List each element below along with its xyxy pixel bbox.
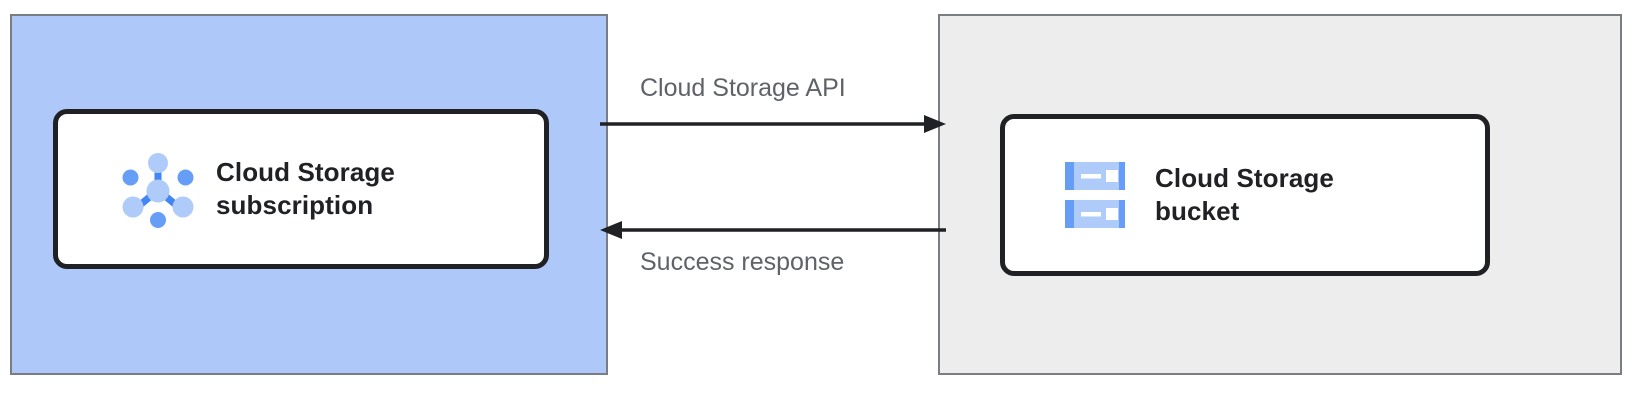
cloud-storage-subscription-node[interactable]: Cloud Storage subscription (53, 109, 549, 269)
cloud-storage-bucket-node[interactable]: Cloud Storage bucket (1000, 114, 1490, 276)
cloud-storage-bucket-icon (1065, 162, 1125, 228)
pubsub-subscription-icon (122, 153, 194, 228)
cloud-storage-api-label: Cloud Storage API (640, 74, 846, 102)
success-response-arrow (600, 221, 946, 239)
success-response-label: Success response (640, 248, 845, 276)
cloud-storage-subscription-label: Cloud Storage subscription (216, 156, 395, 220)
cloud-storage-bucket-label: Cloud Storage bucket (1155, 162, 1334, 226)
cloud-storage-api-arrow (600, 115, 946, 133)
